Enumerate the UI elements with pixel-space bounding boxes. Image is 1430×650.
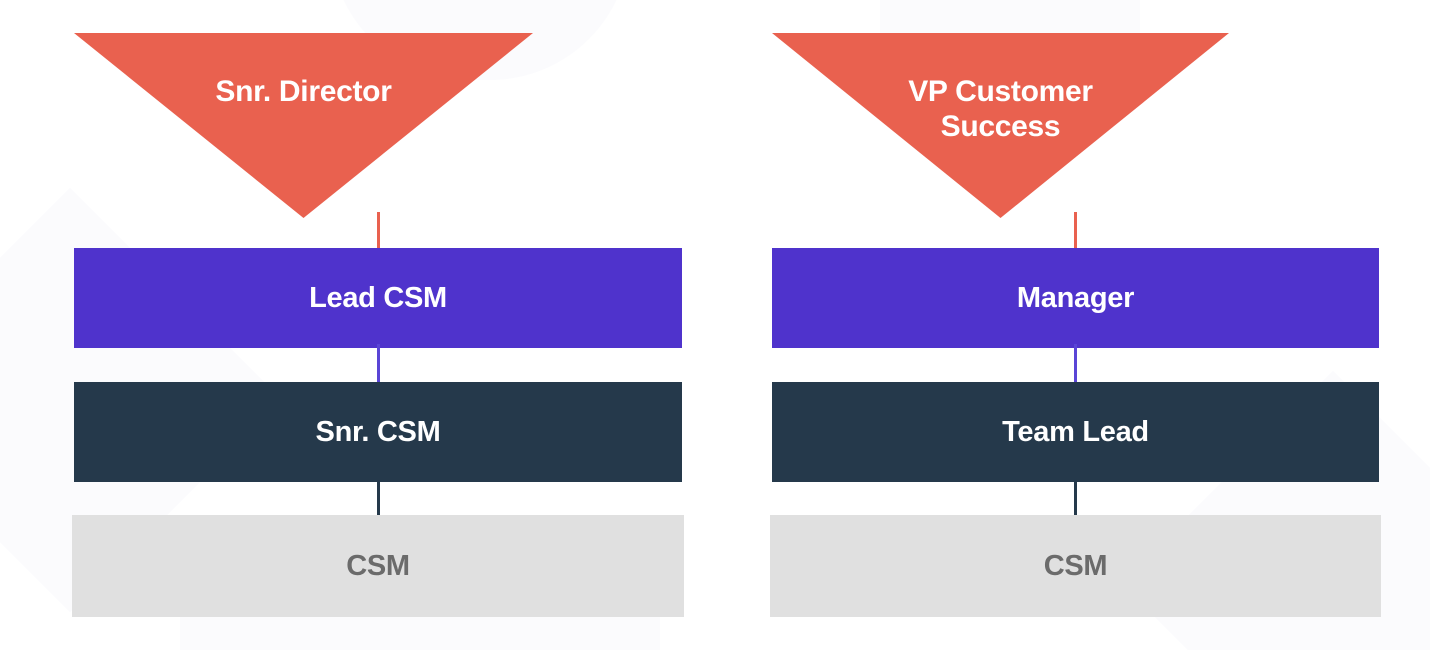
connector-snr-csm-to-csm [376, 478, 380, 519]
node-csm-right[interactable]: CSM [770, 515, 1381, 617]
node-label-line-1: VP Customer [908, 75, 1093, 108]
node-manager[interactable]: Manager [772, 248, 1379, 348]
node-lead-csm[interactable]: Lead CSM [74, 248, 682, 348]
node-label-team-lead: Team Lead [1002, 415, 1149, 448]
node-label-csm-left: CSM [346, 549, 410, 582]
node-snr-csm[interactable]: Snr. CSM [74, 382, 682, 482]
org-column-right: VP Customer Success Manager Team Lead CS… [770, 0, 1381, 650]
connector-vp-to-manager [1074, 212, 1077, 252]
node-csm-left[interactable]: CSM [72, 515, 684, 617]
connector-snr-director-to-lead-csm [376, 212, 380, 252]
node-label-manager: Manager [1016, 281, 1135, 314]
node-label-lead-csm: Lead CSM [309, 281, 447, 314]
connector-lead-csm-to-snr-csm [376, 344, 380, 386]
node-label-vp-customer-success: VP Customer Success [772, 75, 1229, 144]
triangle-icon [74, 33, 533, 218]
node-team-lead[interactable]: Team Lead [772, 382, 1379, 482]
node-label-snr-csm: Snr. CSM [315, 415, 441, 448]
node-label-snr-director: Snr. Director [215, 75, 392, 108]
org-column-left: Snr. Director Lead CSM Snr. CSM CSM [72, 0, 684, 650]
node-vp-customer-success[interactable]: VP Customer Success [772, 33, 1229, 218]
connector-manager-to-team-lead [1074, 344, 1077, 386]
node-label-csm-right: CSM [1043, 549, 1108, 582]
node-label-line-2: Success [940, 109, 1061, 143]
node-snr-director[interactable]: Snr. Director [74, 33, 533, 218]
connector-team-lead-to-csm [1074, 478, 1077, 519]
